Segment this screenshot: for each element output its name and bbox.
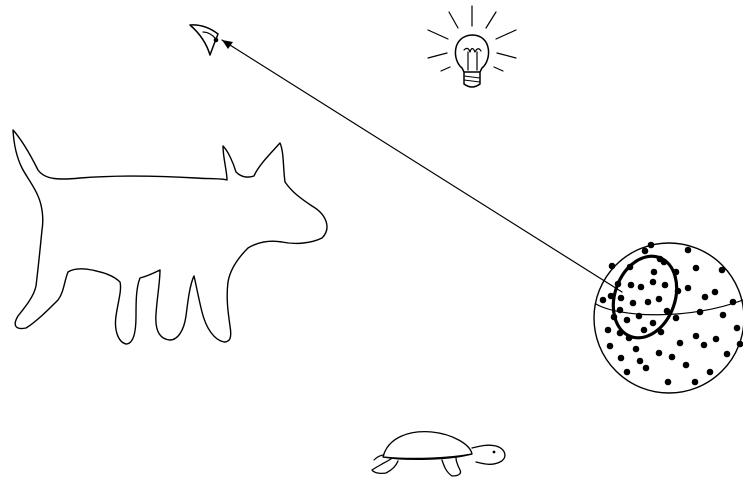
sphere-dot bbox=[650, 320, 657, 327]
sphere-dot bbox=[656, 350, 663, 357]
sphere-dot bbox=[627, 264, 634, 271]
sphere-dot bbox=[638, 284, 645, 291]
cow-silhouette bbox=[13, 130, 327, 344]
turtle-icon bbox=[372, 432, 505, 476]
sphere-dot bbox=[673, 315, 680, 322]
sphere-dot bbox=[683, 362, 690, 369]
sphere-dot bbox=[648, 242, 655, 249]
lightbulb-icon bbox=[428, 6, 516, 87]
sphere-dot bbox=[713, 336, 720, 343]
sphere-dot bbox=[693, 333, 700, 340]
sphere-dot bbox=[720, 312, 727, 319]
sphere-dot bbox=[600, 297, 607, 304]
sphere-dot bbox=[693, 265, 700, 272]
light-rays bbox=[428, 6, 516, 71]
sphere-dot bbox=[702, 294, 709, 301]
sphere-dot bbox=[637, 358, 644, 365]
sphere-dot bbox=[642, 248, 649, 255]
sphere-dot bbox=[651, 269, 658, 276]
sphere-dot bbox=[608, 293, 615, 300]
sphere-dot bbox=[675, 288, 682, 295]
sphere-dot bbox=[712, 289, 719, 296]
sphere-dot bbox=[692, 379, 699, 386]
sphere-dot bbox=[673, 269, 680, 276]
sphere-dot bbox=[617, 330, 624, 337]
sphere-dot bbox=[618, 295, 625, 302]
sphere-dot bbox=[618, 355, 625, 362]
sphere-dot bbox=[609, 263, 616, 270]
sphere-dot bbox=[641, 327, 648, 334]
sphere-dot bbox=[707, 369, 714, 376]
sphere-dot bbox=[617, 307, 624, 314]
sphere-dot bbox=[719, 267, 726, 274]
eye-icon bbox=[190, 25, 218, 55]
sphere-dot bbox=[636, 313, 643, 320]
eye-pupil bbox=[214, 38, 219, 43]
sphere-dot bbox=[645, 299, 652, 306]
sphere-dot bbox=[737, 341, 743, 348]
sphere-dot bbox=[697, 309, 704, 316]
sphere-dot bbox=[650, 279, 657, 286]
sphere-dot bbox=[656, 296, 663, 303]
sphere-dot bbox=[633, 346, 640, 353]
sphere-dot bbox=[611, 314, 618, 321]
turtle-eye bbox=[493, 451, 496, 454]
dotted-sphere bbox=[594, 242, 743, 393]
sphere-dot bbox=[664, 308, 671, 315]
sphere-dot bbox=[630, 300, 637, 307]
sphere-dot bbox=[615, 281, 622, 288]
sphere-dot bbox=[685, 285, 692, 292]
sphere-dot bbox=[730, 299, 737, 306]
sphere-dot bbox=[677, 340, 684, 347]
arrow-head-icon bbox=[222, 40, 233, 49]
sphere-dot bbox=[624, 317, 631, 324]
sphere-dot bbox=[734, 325, 741, 332]
sphere-dot bbox=[624, 369, 631, 376]
sphere-dot bbox=[662, 282, 669, 289]
arrow-line bbox=[222, 40, 622, 292]
sphere-dot bbox=[626, 335, 633, 342]
sphere-dot bbox=[643, 365, 650, 372]
sphere-dot bbox=[605, 327, 612, 334]
sphere-dot bbox=[724, 351, 731, 358]
sphere-dot bbox=[661, 259, 668, 266]
sphere-dot bbox=[658, 329, 665, 336]
sphere-dot bbox=[685, 247, 692, 254]
sphere-dot bbox=[669, 354, 676, 361]
sphere-dot bbox=[628, 282, 635, 289]
sphere-dot bbox=[665, 379, 672, 386]
sphere-dot bbox=[701, 342, 708, 349]
sphere-dot bbox=[607, 343, 614, 350]
